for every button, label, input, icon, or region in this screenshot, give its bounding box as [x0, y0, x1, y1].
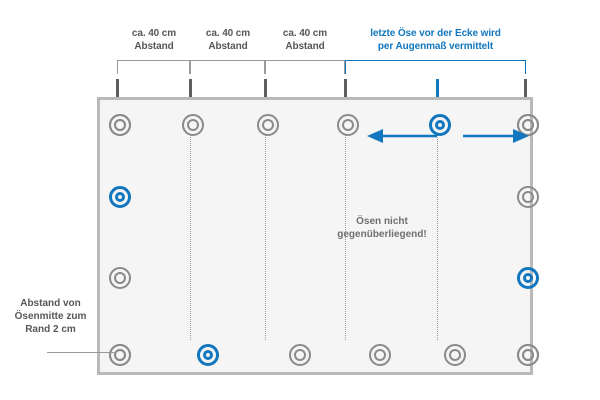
eyelet-left-3[interactable]: [109, 267, 131, 289]
alignment-guide-4: [437, 135, 438, 340]
eyelet-bottom-3[interactable]: [289, 344, 311, 366]
tick-mark-4: [344, 79, 347, 99]
tarp-panel: Ösen nicht gegenüberliegend!: [97, 97, 539, 375]
spacing-label-2: ca. 40 cm Abstand: [187, 27, 269, 53]
eyelet-top-3[interactable]: [257, 114, 279, 136]
spacing-label-3: ca. 40 cm Abstand: [264, 27, 346, 53]
tick-mark-5-highlighted: [436, 79, 439, 99]
spacing-label-3-line2: Abstand: [285, 41, 325, 52]
edge-distance-note: Abstand von Ösenmitte zum Rand 2 cm: [3, 297, 98, 336]
eyelet-bottom-5[interactable]: [444, 344, 466, 366]
alignment-guide-3: [345, 135, 346, 340]
eyelets-not-opposite-note: Ösen nicht gegenüberliegend!: [322, 215, 442, 241]
corner-estimate-line1: letzte Öse vor der Ecke wird: [370, 28, 501, 39]
spacing-bracket-1: [117, 60, 190, 74]
edge-note-line1: Abstand von: [20, 298, 81, 309]
spacing-label-1-line1: ca. 40 cm: [131, 28, 177, 39]
edge-note-line2: Ösenmitte zum: [14, 311, 87, 322]
edge-note-line3: Rand 2 cm: [25, 324, 76, 335]
eyelet-top-2[interactable]: [182, 114, 204, 136]
arrow-right-icon: [463, 129, 529, 143]
arrow-left-icon: [367, 129, 437, 143]
spacing-bracket-2: [190, 60, 265, 74]
spacing-label-2-line1: ca. 40 cm: [205, 28, 251, 39]
eyelet-left-2-highlighted[interactable]: [109, 186, 131, 208]
tick-mark-2: [189, 79, 192, 99]
eyelet-left-1[interactable]: [109, 114, 131, 136]
spacing-label-1: ca. 40 cm Abstand: [113, 27, 195, 53]
eyelet-top-5-highlighted[interactable]: [429, 114, 451, 136]
tick-mark-3: [264, 79, 267, 99]
spacing-label-3-line1: ca. 40 cm: [282, 28, 328, 39]
alignment-guide-2: [265, 135, 266, 340]
eyelet-left-4[interactable]: [109, 344, 131, 366]
spacing-label-1-line2: Abstand: [134, 41, 174, 52]
corner-estimate-label: letzte Öse vor der Ecke wird per Augenma…: [345, 27, 526, 53]
eyelet-top-4[interactable]: [337, 114, 359, 136]
eyelet-right-2[interactable]: [517, 186, 539, 208]
edge-note-leader-line: [47, 352, 117, 353]
center-note-line1: Ösen nicht: [356, 216, 408, 227]
center-note-line2: gegenüberliegend!: [337, 229, 427, 240]
corner-estimate-bracket: [345, 60, 526, 74]
tick-mark-1: [116, 79, 119, 99]
eyelet-bottom-2-highlighted[interactable]: [197, 344, 219, 366]
eyelet-right-3-highlighted[interactable]: [517, 267, 539, 289]
eyelet-bottom-4[interactable]: [369, 344, 391, 366]
spacing-label-2-line2: Abstand: [208, 41, 248, 52]
tick-mark-6: [524, 79, 527, 99]
corner-estimate-line2: per Augenmaß vermittelt: [377, 41, 494, 52]
alignment-guide-1: [190, 135, 191, 340]
spacing-bracket-3: [265, 60, 345, 74]
eyelet-right-1[interactable]: [517, 114, 539, 136]
eyelet-right-4[interactable]: [517, 344, 539, 366]
